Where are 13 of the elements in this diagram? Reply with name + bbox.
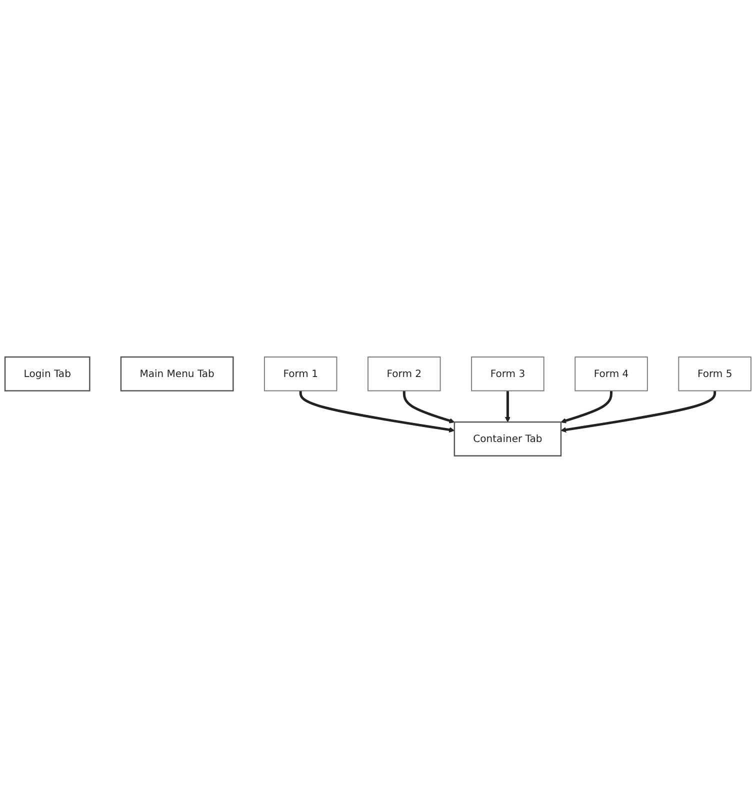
node-box: Main Menu Tab — [120, 356, 234, 391]
node-box: Form 5 — [678, 356, 752, 391]
node-box: Container Tab — [454, 421, 562, 456]
arrow — [504, 390, 510, 422]
node-box: Form 2 — [368, 356, 441, 391]
arrow — [560, 390, 612, 423]
arrow — [402, 390, 455, 423]
node-box: Login Tab — [4, 356, 90, 391]
node-box: Form 1 — [264, 356, 338, 391]
arrow — [560, 390, 716, 432]
node-box: Form 4 — [574, 356, 648, 391]
node-box: Form 3 — [471, 356, 544, 391]
arrow — [299, 390, 455, 432]
